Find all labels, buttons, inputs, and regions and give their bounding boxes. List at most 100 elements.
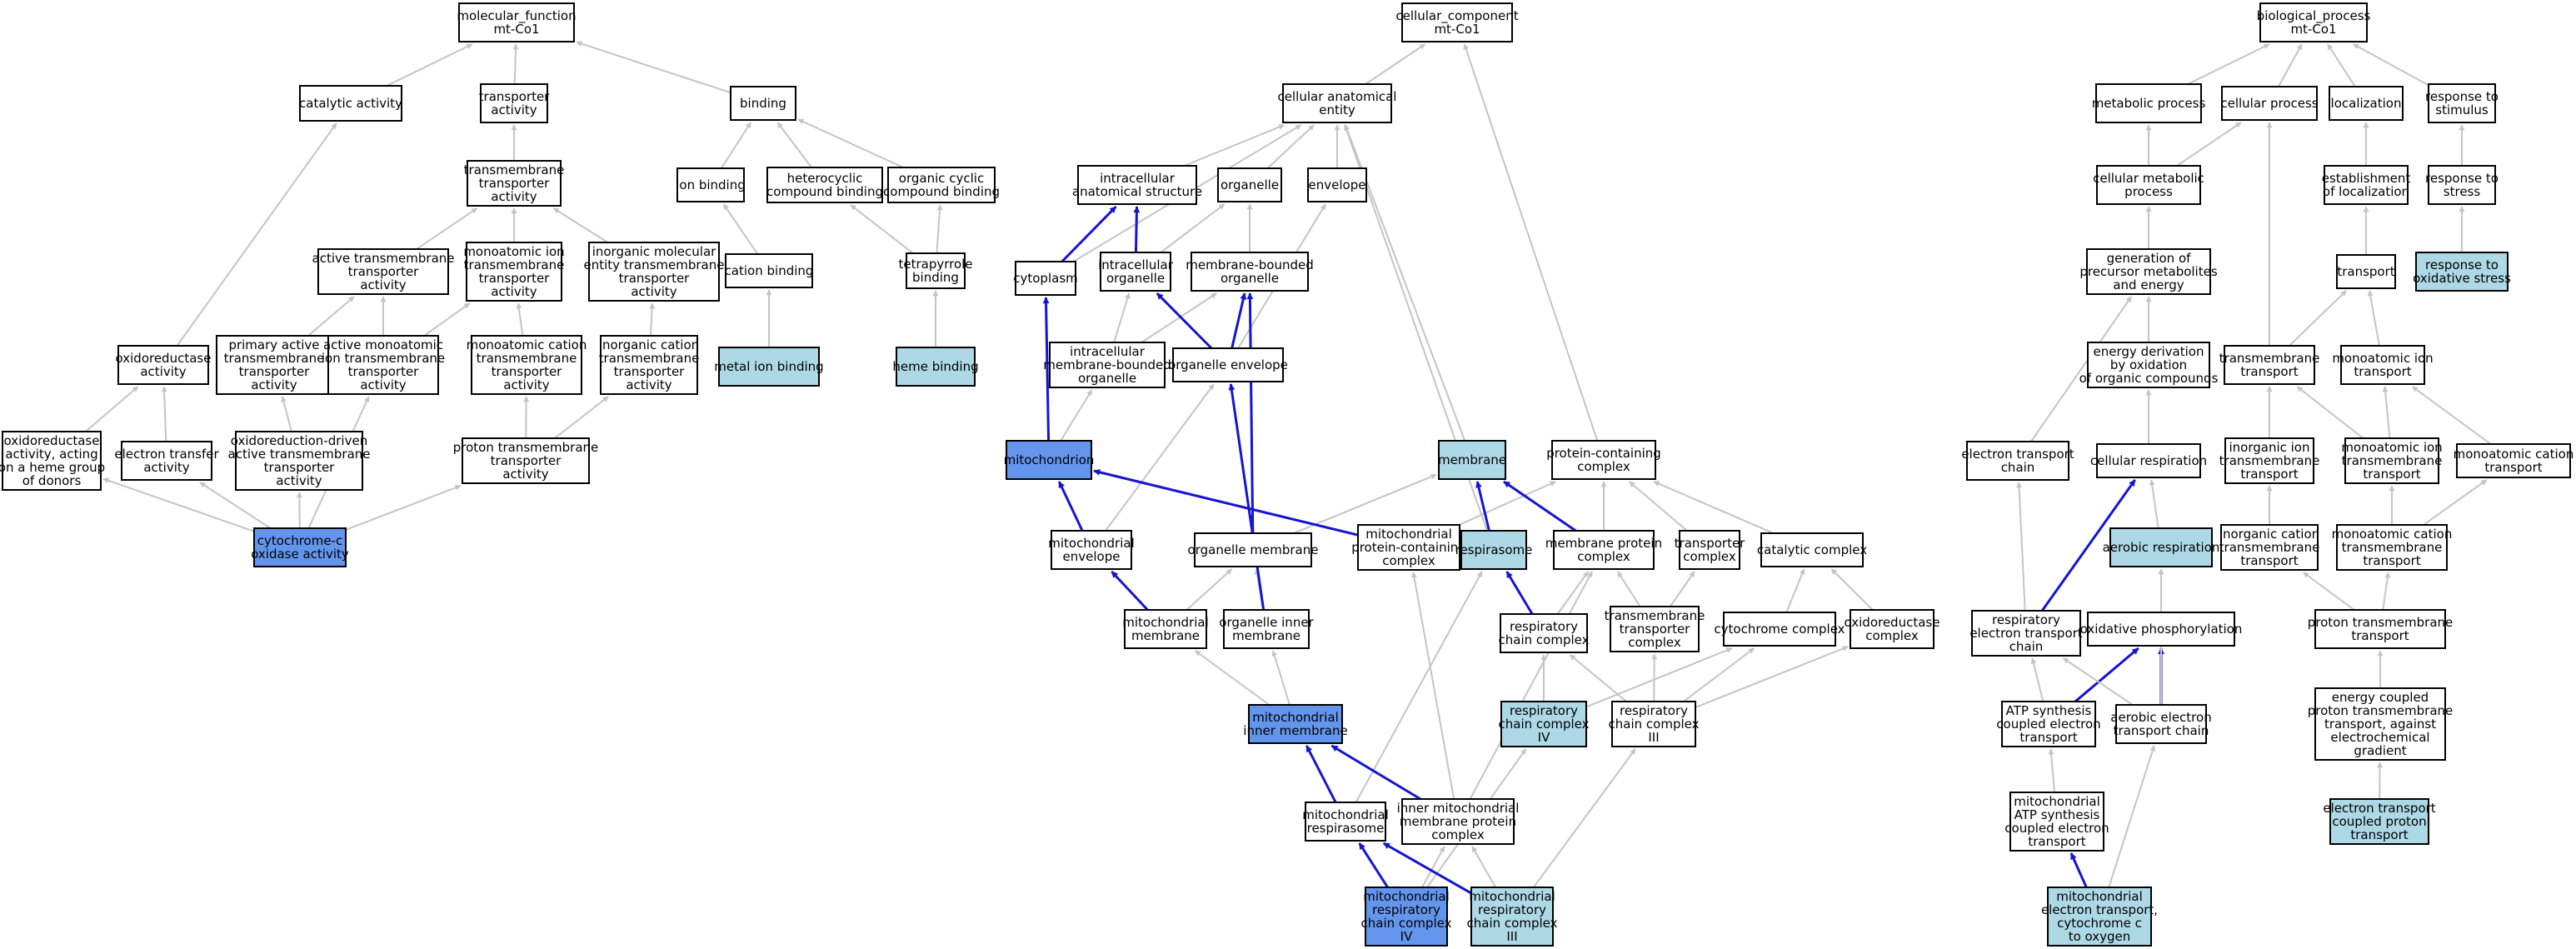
term-node-localization[interactable]: localization <box>2329 86 2404 121</box>
term-node-membrane[interactable]: membrane <box>1438 440 1506 480</box>
term-node-ion-binding[interactable]: ion binding <box>676 167 746 202</box>
term-node-cyt-complex[interactable]: cytochrome complex <box>1714 612 1845 647</box>
term-label-line: transmembrane <box>2219 453 2320 468</box>
term-label-line: entity transmembrane <box>584 257 725 272</box>
term-node-transport[interactable]: transport <box>2336 254 2396 289</box>
term-label-line: inorganic ion <box>2229 440 2309 455</box>
term-label-line: coupled proton <box>2332 814 2426 829</box>
term-box <box>2428 165 2496 205</box>
term-node-organelle[interactable]: organelle <box>1217 167 1282 202</box>
term-label-line: protein-containing <box>1351 540 1466 555</box>
term-node-catalytic[interactable]: catalytic activity <box>299 85 402 122</box>
term-node-inorganic-cation-tm[interactable]: inorganic cationtransmembranetransporter… <box>599 335 700 395</box>
term-node-metal-ion[interactable]: metal ion binding <box>714 347 824 387</box>
term-node-cellular-respiration[interactable]: cellular respiration <box>2090 443 2207 478</box>
term-node-monoatomic-ion-tm[interactable]: monoatomic iontransmembranetransporterac… <box>463 242 565 302</box>
term-box <box>2329 798 2429 845</box>
term-node-mitochondrion[interactable]: mitochondrion <box>1004 440 1095 480</box>
term-label-line: chain complex <box>1499 717 1590 732</box>
term-node-monoatomic-cation-tm[interactable]: monoatomic cationtransmembranetransporte… <box>467 335 587 395</box>
term-node-aerobic-respiration[interactable]: aerobic respiration <box>2103 527 2220 567</box>
term-node-cellular-process[interactable]: cellular process <box>2220 86 2319 121</box>
term-label-line: transport, against <box>2324 717 2436 732</box>
term-node-envelope[interactable]: envelope <box>1307 167 1367 202</box>
term-node-oxphos[interactable]: oxidative phosphorylation <box>2080 612 2243 647</box>
term-node-cation-binding[interactable]: cation binding <box>725 253 814 288</box>
term-label-line: transporter <box>1620 622 1691 637</box>
term-node-cytoplasm[interactable]: cytoplasm <box>1013 261 1078 296</box>
term-node-catalytic-complex[interactable]: catalytic complex <box>1757 532 1867 567</box>
term-node-heme[interactable]: heme binding <box>892 347 979 387</box>
term-node-organelle-membrane[interactable]: organelle membrane <box>1188 532 1319 567</box>
term-node-respirasome[interactable]: respirasome <box>1455 530 1533 570</box>
term-node-organelle-env[interactable]: organelle envelope <box>1168 347 1288 382</box>
term-node-binding[interactable]: binding <box>730 86 796 121</box>
term-node-metabolic[interactable]: metabolic process <box>2092 83 2206 123</box>
term-label-line: complex <box>1382 553 1435 568</box>
term-node-primary-active[interactable]: primary activetransmembranetransporterac… <box>216 335 332 395</box>
